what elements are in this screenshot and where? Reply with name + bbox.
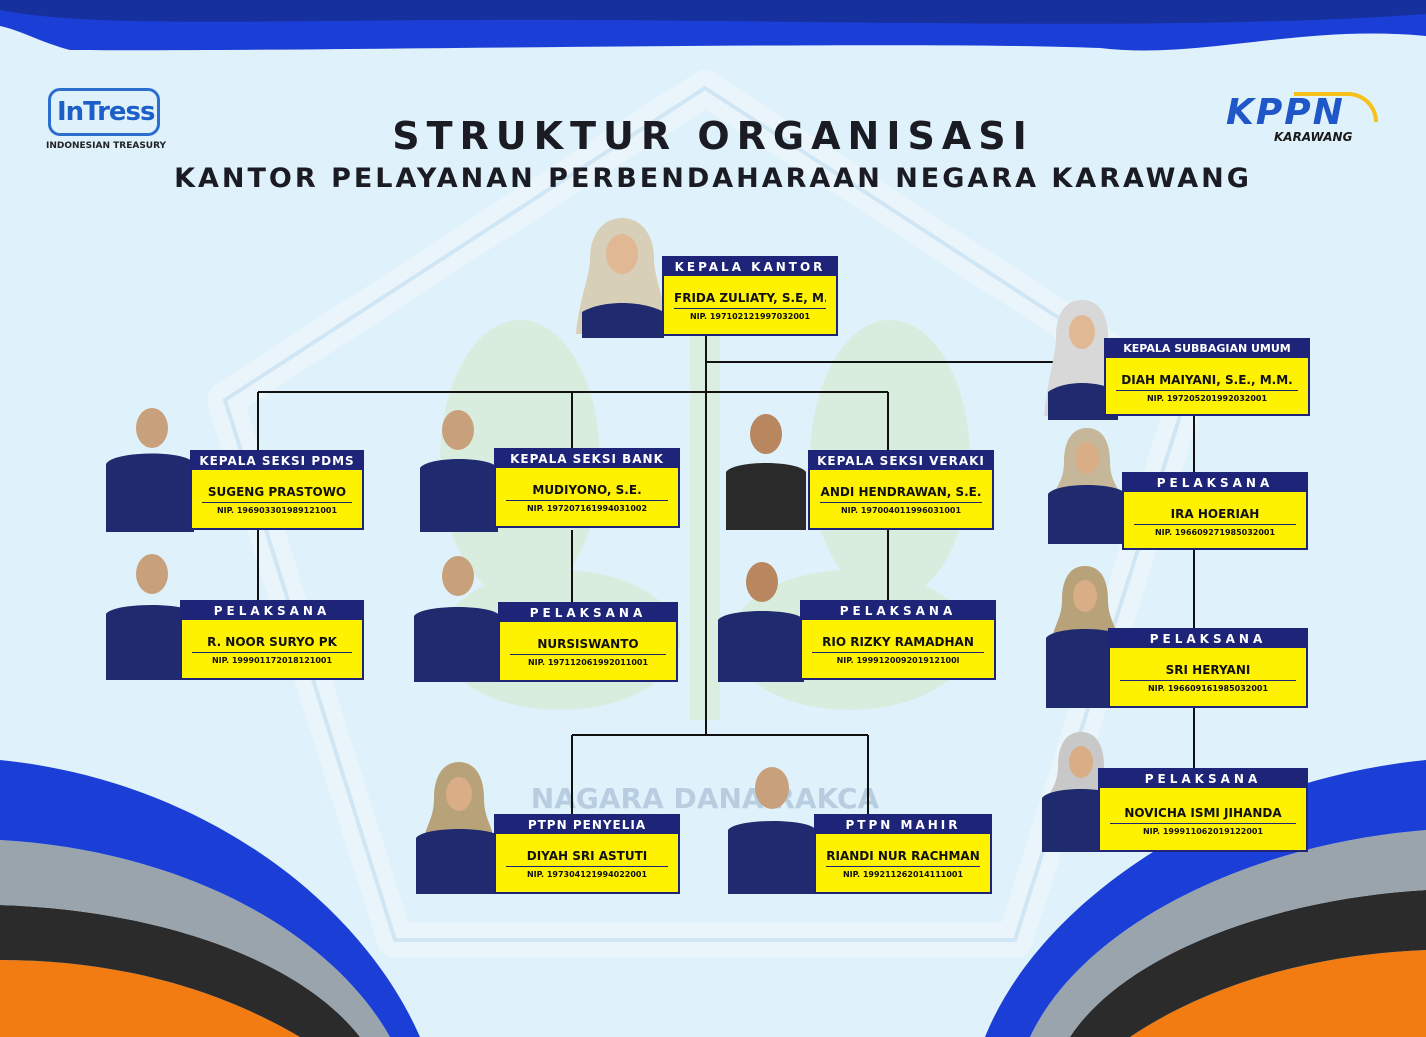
card-title: PELAKSANA xyxy=(1124,474,1306,492)
card-nip: NIP. 197004011996031001 xyxy=(840,506,962,515)
card-title: PELAKSANA xyxy=(802,602,994,620)
card-name: NURSISWANTO xyxy=(510,637,666,655)
card-title: KEPALA SUBBAGIAN UMUM xyxy=(1106,340,1308,358)
intress-logo: InTress INDONESIAN TREASURY xyxy=(46,88,166,158)
card-nip: NIP. 199211262014111001 xyxy=(842,870,964,879)
bottom-right-blue xyxy=(985,760,1426,1037)
card-nip: NIP. 199911062019122001 xyxy=(1142,827,1264,836)
node-ptpn-penyelia: PTPN PENYELIA DIYAH SRI ASTUTI NIP. 1973… xyxy=(414,758,682,896)
card-ptpn-mahir: PTPN MAHIR RIANDI NUR RACHMAN NIP. 19921… xyxy=(814,814,992,894)
node-pelaksana-veraki: PELAKSANA RIO RIZKY RAMADHAN NIP. 199912… xyxy=(716,556,998,684)
person-photo-icon xyxy=(106,554,194,680)
person-photo-icon xyxy=(1046,566,1124,708)
card-name: IRA HOERIAH xyxy=(1134,507,1296,525)
bottom-right-orange xyxy=(1130,950,1426,1037)
kppn-tagline: KARAWANG xyxy=(1274,130,1353,144)
card-title: PELAKSANA xyxy=(182,602,362,620)
card-ptpn-penyelia: PTPN PENYELIA DIYAH SRI ASTUTI NIP. 1973… xyxy=(494,814,680,894)
intress-wordmark: InTress xyxy=(48,88,160,136)
card-name: MUDIYONO, S.E. xyxy=(506,483,668,501)
node-pelaksana-bank: PELAKSANA NURSISWANTO NIP. 1971120619920… xyxy=(412,546,680,684)
bottom-left-blue xyxy=(0,760,420,1037)
card-nip: NIP. 196609161985032001 xyxy=(1147,684,1269,693)
kppn-logo: KPPN KARAWANG xyxy=(1222,92,1382,152)
node-seksi-veraki: KEPALA SEKSI VERAKI ANDI HENDRAWAN, S.E.… xyxy=(722,406,996,532)
card-nip: NIP. 197207161994031002 xyxy=(526,504,648,513)
bottom-left-dark xyxy=(0,905,360,1037)
person-photo-icon xyxy=(416,762,502,894)
org-connectors xyxy=(257,334,1195,815)
bottom-left-orange xyxy=(0,960,300,1037)
card-pelaksana-umum-3: PELAKSANA NOVICHA ISMI JIHANDA NIP. 1999… xyxy=(1098,768,1308,852)
card-name: R. NOOR SURYO PK xyxy=(192,635,352,653)
node-pelaksana-umum-2: PELAKSANA SRI HERYANI NIP. 1966091619850… xyxy=(1044,562,1310,710)
person-photo-icon xyxy=(414,556,500,682)
node-pelaksana-umum-1: PELAKSANA IRA HOERIAH NIP. 1966092719850… xyxy=(1046,424,1310,552)
card-name: RIO RIZKY RAMADHAN xyxy=(812,635,984,653)
intress-tagline: INDONESIAN TREASURY xyxy=(46,141,167,151)
card-title: PELAKSANA xyxy=(500,604,676,622)
node-pelaksana-pdms: PELAKSANA R. NOOR SURYO PK NIP. 19990117… xyxy=(104,548,366,682)
node-seksi-pdms: KEPALA SEKSI PDMS SUGENG PRASTOWO NIP. 1… xyxy=(104,404,366,534)
card-title: PELAKSANA xyxy=(1110,630,1306,648)
card-seksi-bank: KEPALA SEKSI BANK MUDIYONO, S.E. NIP. 19… xyxy=(494,448,680,528)
person-photo-icon xyxy=(420,410,498,532)
card-nip: NIP. 199912009201912100l xyxy=(836,656,960,665)
bottom-right-grey xyxy=(1030,830,1426,1037)
card-title: KEPALA SEKSI VERAKI xyxy=(810,452,992,470)
card-pelaksana-bank: PELAKSANA NURSISWANTO NIP. 1971120619920… xyxy=(498,602,678,682)
card-title: PTPN PENYELIA xyxy=(496,816,678,834)
card-pelaksana-umum-2: PELAKSANA SRI HERYANI NIP. 1966091619850… xyxy=(1108,628,1308,708)
card-title: PTPN MAHIR xyxy=(816,816,990,834)
card-name: DIYAH SRI ASTUTI xyxy=(506,849,668,867)
card-title: KEPALA KANTOR xyxy=(664,258,836,276)
bottom-left-grey xyxy=(0,840,390,1037)
person-photo-icon xyxy=(1048,428,1126,544)
card-nip: NIP. 196903301989121001 xyxy=(216,506,338,515)
card-pelaksana-veraki: PELAKSANA RIO RIZKY RAMADHAN NIP. 199912… xyxy=(800,600,996,680)
card-name: NOVICHA ISMI JIHANDA xyxy=(1110,806,1296,824)
card-nip: NIP. 197102121997032001 xyxy=(689,312,811,321)
node-subbagian-umum: KEPALA SUBBAGIAN UMUM DIAH MAIYANI, S.E.… xyxy=(1042,296,1312,420)
card-title: KEPALA SEKSI BANK xyxy=(496,450,678,468)
person-photo-icon xyxy=(1044,300,1120,420)
person-photo-icon xyxy=(728,767,816,894)
card-subbagian-umum: KEPALA SUBBAGIAN UMUM DIAH MAIYANI, S.E.… xyxy=(1104,338,1310,416)
card-pelaksana-pdms: PELAKSANA R. NOOR SURYO PK NIP. 19990117… xyxy=(180,600,364,680)
card-seksi-veraki: KEPALA SEKSI VERAKI ANDI HENDRAWAN, S.E.… xyxy=(808,450,994,530)
card-pelaksana-umum-1: PELAKSANA IRA HOERIAH NIP. 1966092719850… xyxy=(1122,472,1308,550)
page-subtitle: KANTOR PELAYANAN PERBENDAHARAAN NEGARA K… xyxy=(174,163,1252,194)
card-nip: NIP. 197304121994022001 xyxy=(526,870,648,879)
top-band-shade xyxy=(0,0,1426,24)
card-nip: NIP. 197205201992032001 xyxy=(1146,394,1268,403)
node-pelaksana-umum-3: PELAKSANA NOVICHA ISMI JIHANDA NIP. 1999… xyxy=(1040,728,1310,854)
card-name: SUGENG PRASTOWO xyxy=(202,485,352,503)
card-nip: NIP. 196609271985032001 xyxy=(1154,528,1276,537)
card-name: DIAH MAIYANI, S.E., M.M. xyxy=(1116,373,1298,391)
person-photo-icon xyxy=(576,218,668,338)
person-photo-icon xyxy=(718,562,804,682)
node-seksi-bank: KEPALA SEKSI BANK MUDIYONO, S.E. NIP. 19… xyxy=(416,402,682,532)
card-title: PELAKSANA xyxy=(1100,770,1306,788)
node-kepala-kantor: KEPALA KANTOR FRIDA ZULIATY, S.E, M.SI. … xyxy=(572,214,840,338)
watermark-motto: NAGARA DANA RAKCA xyxy=(531,782,880,815)
card-seksi-pdms: KEPALA SEKSI PDMS SUGENG PRASTOWO NIP. 1… xyxy=(190,450,364,530)
card-name: SRI HERYANI xyxy=(1120,663,1296,681)
card-title: KEPALA SEKSI PDMS xyxy=(192,452,362,470)
card-name: FRIDA ZULIATY, S.E, M.SI. xyxy=(674,291,826,309)
person-photo-icon xyxy=(726,414,806,530)
card-nip: NIP. 199901172018121001 xyxy=(211,656,333,665)
card-nip: NIP. 197112061992011001 xyxy=(527,658,649,667)
page-title: STRUKTUR ORGANISASI xyxy=(392,114,1034,158)
person-photo-icon xyxy=(106,408,194,532)
card-kepala-kantor: KEPALA KANTOR FRIDA ZULIATY, S.E, M.SI. … xyxy=(662,256,838,336)
card-name: ANDI HENDRAWAN, S.E. xyxy=(820,485,982,503)
bottom-right-dark xyxy=(1070,890,1426,1037)
card-name: RIANDI NUR RACHMAN xyxy=(826,849,980,867)
kppn-wordmark: KPPN xyxy=(1226,92,1345,133)
node-ptpn-mahir: PTPN MAHIR RIANDI NUR RACHMAN NIP. 19921… xyxy=(726,758,994,896)
